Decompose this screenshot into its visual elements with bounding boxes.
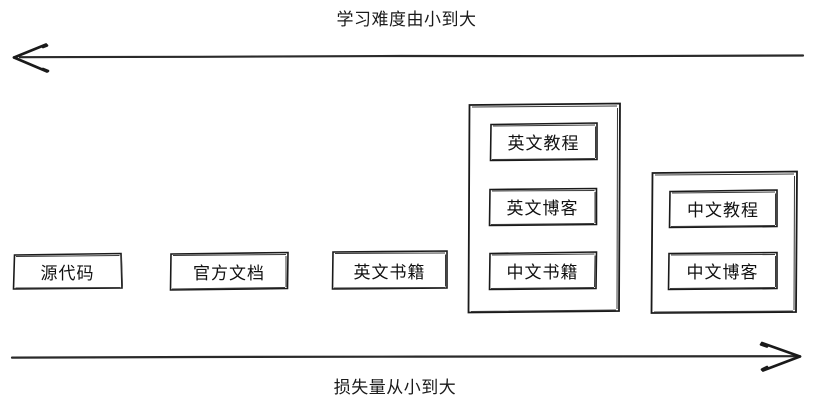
group-2-item-box-2: [667, 251, 778, 291]
group-2-item-box-1: [668, 189, 778, 229]
node-box-1: [12, 252, 123, 290]
top-axis-caption: 学习难度由小到大: [336, 10, 477, 30]
node-box-3: [331, 250, 448, 290]
bottom-axis-arrow: [10, 341, 802, 372]
top-axis-arrow: [12, 43, 805, 73]
bottom-axis-caption: 损失量从小到大: [333, 378, 457, 398]
group-1-item-box-3: [488, 251, 598, 291]
node-box-2: [169, 251, 289, 291]
group-1-item-box-2: [488, 187, 598, 227]
group-1-item-box-1: [489, 122, 598, 162]
